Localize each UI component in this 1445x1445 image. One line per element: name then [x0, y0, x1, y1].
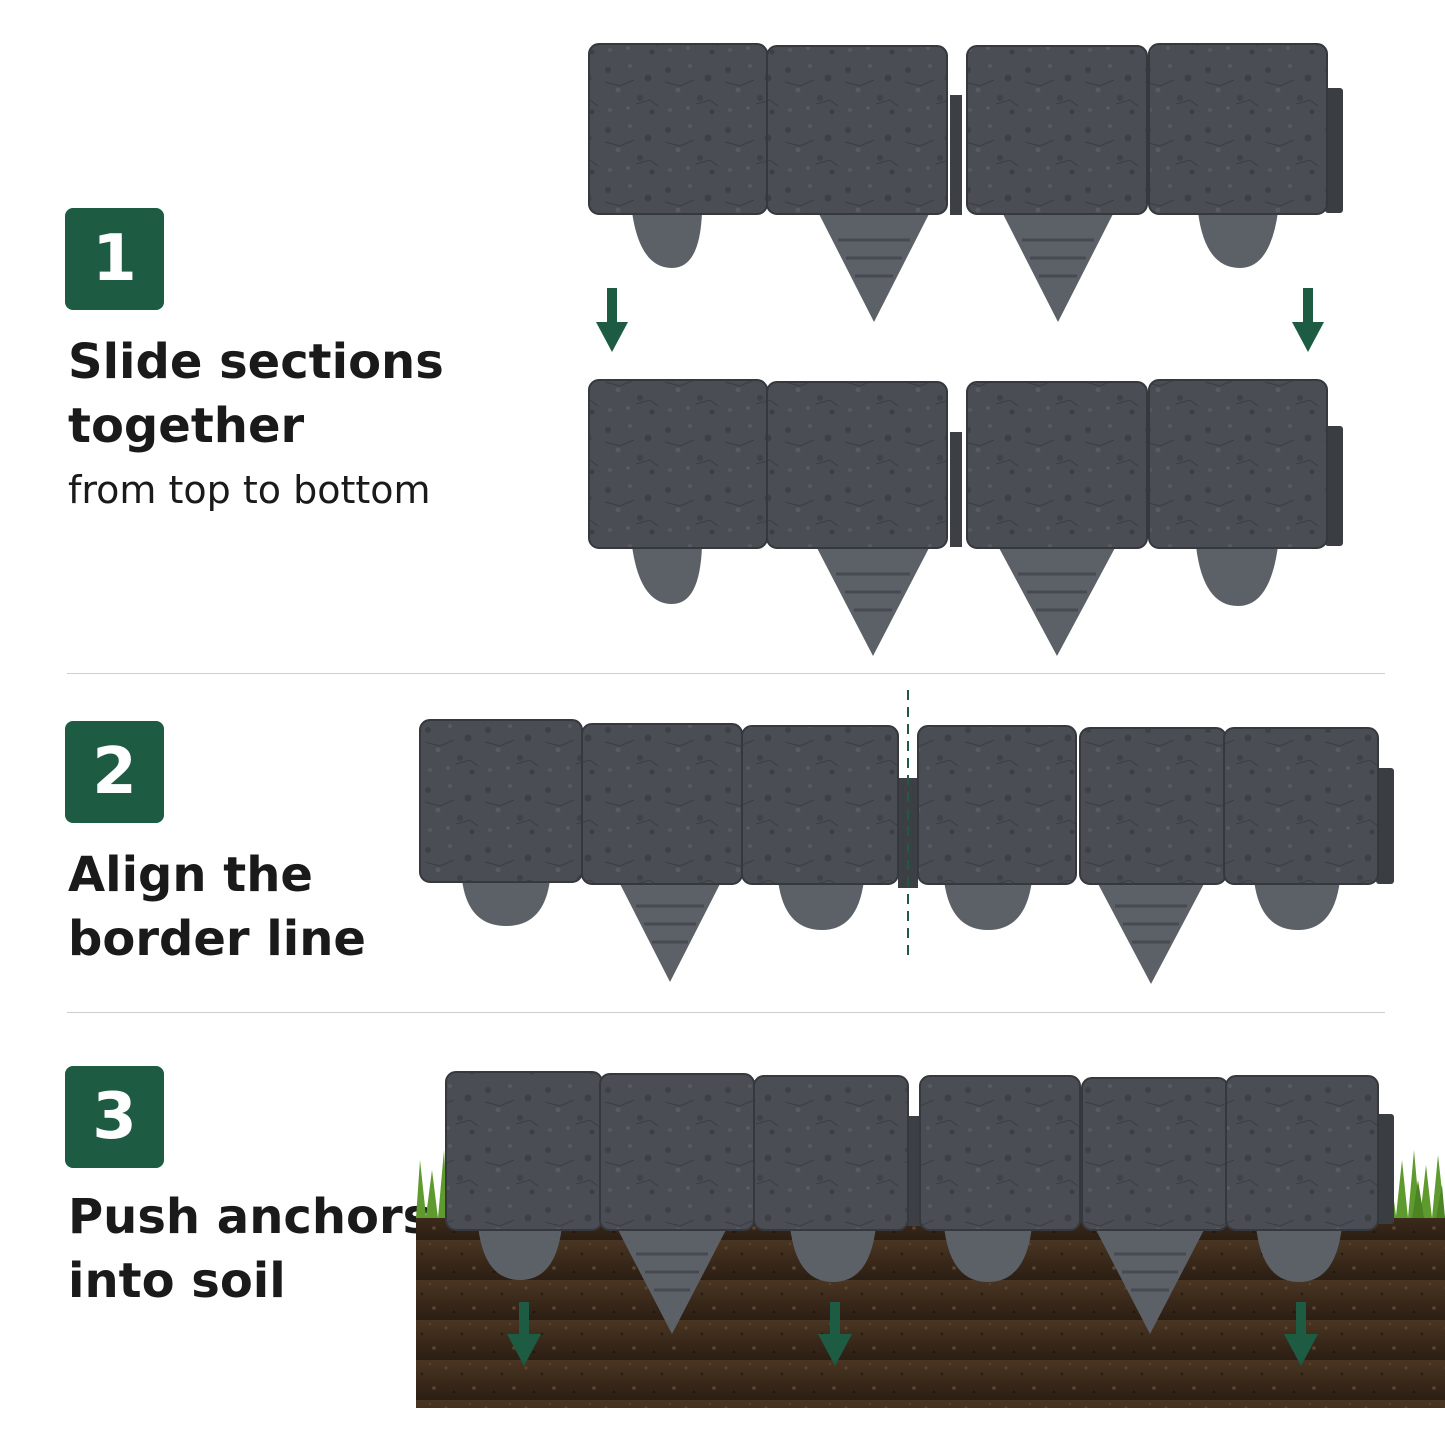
stake-triangle [1002, 212, 1114, 322]
down-arrow-icon [1292, 288, 1324, 352]
step-1-edging-bottom [588, 379, 1343, 656]
stake-triangle [816, 546, 930, 656]
stake-round [944, 880, 1032, 930]
stone-block [741, 725, 899, 885]
step-1-number-badge: 1 [65, 208, 164, 310]
stone-block [588, 379, 768, 549]
stake-round [790, 1226, 876, 1282]
step-3-edging [445, 1071, 1394, 1334]
stone-block [1223, 727, 1379, 885]
stone-block [419, 719, 583, 883]
down-arrow-icon [507, 1302, 541, 1366]
stake-round [1196, 546, 1278, 606]
step-2-title-line1: Align the [68, 847, 313, 903]
step-2-number-badge: 2 [65, 721, 164, 823]
stake-round [632, 546, 702, 604]
down-arrow-icon [596, 288, 628, 352]
stake-triangle [818, 212, 930, 322]
step-1-title-line1: Slide sections [68, 334, 444, 390]
stake-round [944, 1226, 1032, 1282]
stake-round [1198, 212, 1278, 268]
stone-block [919, 1075, 1081, 1231]
step-1-subtitle: from top to bottom [68, 468, 431, 512]
step-3-title-line2: into soil [68, 1253, 286, 1309]
step-3-number-badge: 3 [65, 1066, 164, 1168]
stone-block [917, 725, 1077, 885]
step-2-title: Align the border line [68, 843, 366, 971]
step-3-title: Push anchors into soil [68, 1185, 431, 1313]
stake-triangle [998, 546, 1116, 656]
section-divider-1 [67, 673, 1385, 674]
stake-round [1254, 880, 1340, 930]
stone-block [1148, 379, 1328, 549]
stake-round [478, 1226, 562, 1280]
stone-block [966, 45, 1148, 215]
stone-block [766, 45, 948, 215]
step-1-title: Slide sections together [68, 330, 444, 458]
stone-block [599, 1073, 755, 1231]
stone-block [966, 381, 1148, 549]
stake-triangle [1096, 880, 1206, 984]
step-2-title-line2: border line [68, 911, 366, 967]
stone-block [1225, 1075, 1379, 1231]
stake-round [462, 880, 550, 926]
step-3-title-line1: Push anchors [68, 1189, 432, 1245]
stone-block [581, 723, 743, 885]
stone-block [753, 1075, 909, 1231]
section-divider-2 [67, 1012, 1385, 1013]
stone-block [445, 1071, 603, 1231]
stone-block [1079, 727, 1227, 885]
stake-round [778, 880, 864, 930]
stone-block [1081, 1077, 1229, 1231]
stone-block [588, 43, 768, 215]
stake-triangle [618, 880, 722, 982]
down-arrow-icon [818, 1302, 852, 1366]
step-2-edging [419, 719, 1394, 984]
step-1-edging-top [588, 43, 1343, 322]
step-1-title-line2: together [68, 398, 305, 454]
stake-round [1256, 1226, 1342, 1282]
down-arrow-icon [1284, 1302, 1318, 1366]
stone-block [1148, 43, 1328, 215]
stone-block [766, 381, 948, 549]
stake-round [632, 212, 702, 268]
